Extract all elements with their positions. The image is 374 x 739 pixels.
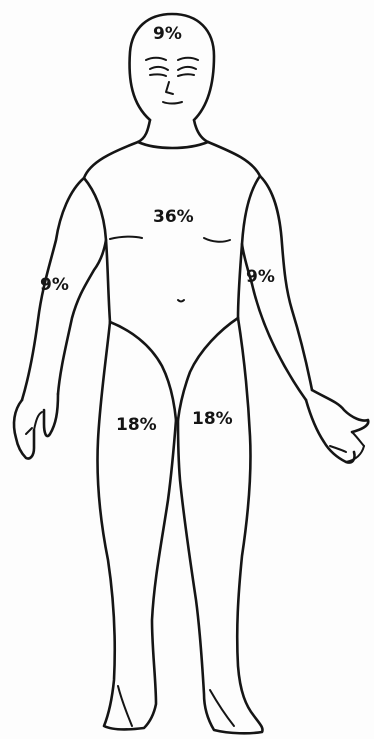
- right-arm-percentage: 9%: [40, 275, 69, 295]
- right-leg-percentage: 18%: [116, 415, 157, 435]
- right-arm-outline: [14, 178, 106, 459]
- right-leg-outline: [97, 322, 176, 729]
- left-arm-outline: [242, 176, 368, 463]
- trunk-percentage: 36%: [153, 207, 194, 227]
- left-arm-percentage: 9%: [246, 267, 275, 287]
- left-leg-outline: [178, 318, 263, 733]
- left-leg-percentage: 18%: [192, 409, 233, 429]
- trunk-outline: [84, 120, 260, 420]
- head-percentage: 9%: [153, 24, 182, 44]
